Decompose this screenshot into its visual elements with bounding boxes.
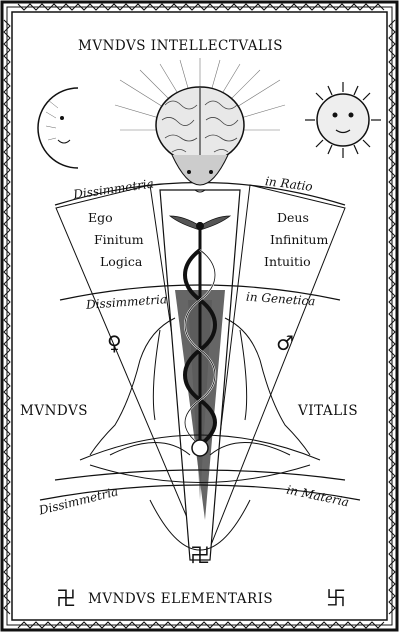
swastika-cone-icon: 卍 (190, 545, 210, 565)
left-panel-line-3: Logica (100, 256, 142, 269)
left-panel-line-2: Finitum (94, 234, 144, 247)
swastika-right-icon: 卐 (326, 588, 346, 608)
title-mundus-elementaris: MVNDVS ELEMENTARIS (88, 593, 273, 607)
mars-icon: ♂ (276, 333, 294, 353)
left-panel-line-1: Ego (88, 212, 113, 225)
right-panel-line-3: Intuitio (264, 256, 311, 269)
brain-icon (156, 87, 244, 192)
title-mundus-intellectualis: MVNDVS INTELLECTVALIS (78, 40, 283, 54)
moon-face-icon (38, 88, 78, 168)
sun-face-icon (305, 82, 381, 158)
left-side-mundus: MVNDVS (20, 405, 88, 419)
swastika-left-icon: 卍 (56, 588, 76, 608)
right-panel-line-1: Deus (277, 212, 309, 225)
venus-icon: ♀ (107, 333, 122, 353)
right-panel-line-2: Infinitum (270, 234, 328, 247)
right-side-vitalis: VITALIS (298, 405, 358, 419)
